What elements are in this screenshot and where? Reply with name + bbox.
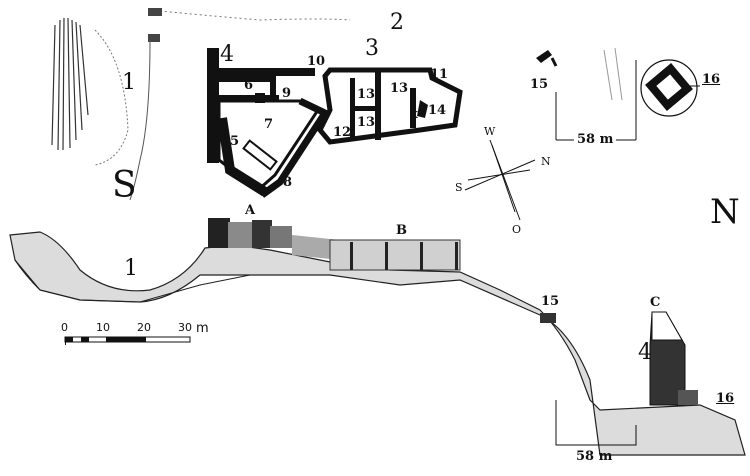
scale-tick-20: 20 xyxy=(137,321,151,334)
escarpment-hatching xyxy=(51,17,89,151)
scale-tick-0: 0 xyxy=(61,321,68,334)
section-label-1: 1 xyxy=(124,256,138,281)
contour-line xyxy=(94,29,129,166)
scale-tick-30: 30 xyxy=(178,321,192,334)
plan-label-4: 4 xyxy=(220,42,234,67)
scale-bar xyxy=(64,336,191,345)
inset-distance-label: 58 m xyxy=(574,133,617,146)
plan-label-10: 10 xyxy=(307,54,326,69)
plan-label-5: 5 xyxy=(230,134,240,149)
section-label-16: 16 xyxy=(716,391,735,406)
plan-label-2: 2 xyxy=(390,10,404,35)
inset-label-15: 15 xyxy=(530,77,549,92)
tower-c-elevation xyxy=(649,311,698,406)
plan-label-s: S xyxy=(112,165,137,206)
inset-label-4: 4 xyxy=(660,76,674,101)
plan-label-9: 9 xyxy=(282,86,292,101)
section-label-15: 15 xyxy=(541,294,560,309)
compass-label-n: N xyxy=(541,155,551,168)
compass-rose xyxy=(464,139,536,221)
inset-label-16: 16 xyxy=(702,72,721,87)
scale-unit: m xyxy=(196,321,209,336)
plan-label-8: 8 xyxy=(283,175,293,190)
section-label-4: 4 xyxy=(638,340,652,365)
plan-label-12: 12 xyxy=(333,125,352,140)
wall-15-elevation xyxy=(540,313,556,323)
castle-elevation-a xyxy=(208,218,340,260)
plan-label-1: 1 xyxy=(122,70,136,95)
plan-label-11: 11 xyxy=(430,67,449,82)
compass-label-s: S xyxy=(455,181,463,194)
tower-inset xyxy=(536,47,700,141)
compass-label-o: O xyxy=(512,223,522,236)
section-label-c: C xyxy=(650,295,661,310)
distance-bracket xyxy=(555,400,637,446)
plan-label-6: 6 xyxy=(244,78,254,93)
compass-label-w: W xyxy=(484,125,496,138)
plan-label-7: 7 xyxy=(264,117,274,132)
castle-walls xyxy=(207,48,463,198)
plan-label-x: x xyxy=(410,107,418,122)
slope-line xyxy=(129,39,151,201)
ground-profile xyxy=(9,231,746,456)
plan-label-14: 14 xyxy=(428,103,447,118)
wall-fragment xyxy=(148,8,162,16)
plan-label-13b: 13 xyxy=(357,115,376,130)
section-label-a: A xyxy=(245,203,256,218)
plan-label-13a: 13 xyxy=(357,87,376,102)
section-distance-label: 58 m xyxy=(576,449,613,464)
section-label-b: B xyxy=(396,223,407,238)
north-indicator: N xyxy=(710,192,740,232)
plan-label-3: 3 xyxy=(365,36,379,61)
contour-line-top xyxy=(149,9,351,21)
wall-fragment-2 xyxy=(148,34,160,42)
castle-elevation-b xyxy=(329,239,461,271)
plan-view xyxy=(51,8,700,221)
section-view xyxy=(9,218,746,456)
plan-label-13c: 13 xyxy=(390,81,409,96)
scale-tick-10: 10 xyxy=(96,321,110,334)
